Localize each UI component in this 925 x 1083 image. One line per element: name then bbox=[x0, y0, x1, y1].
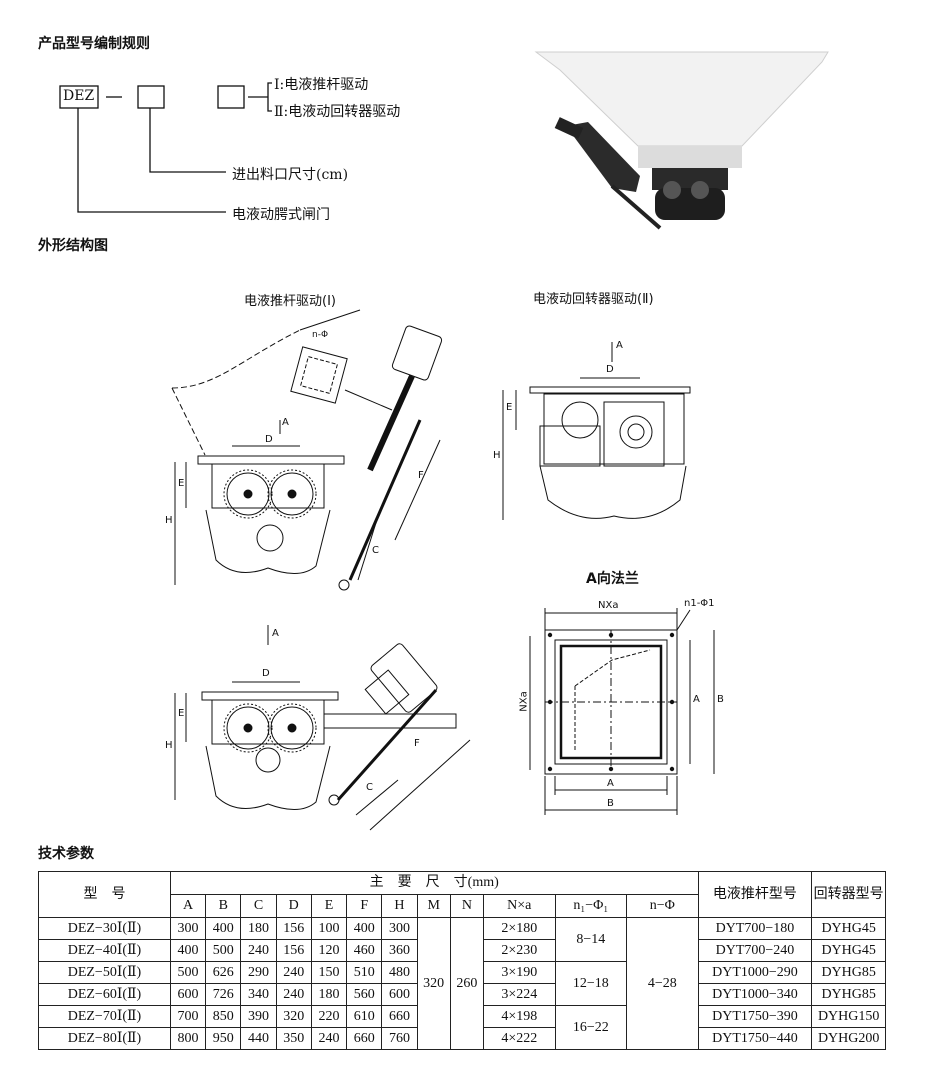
drawing-rotator bbox=[502, 342, 691, 520]
dim-label-n1-phi1: n1-Φ1 bbox=[684, 598, 715, 609]
sub-b: B bbox=[205, 894, 242, 918]
cell-m: 320 bbox=[416, 917, 451, 1050]
caption-rotator: 电液动回转器驱动(Ⅱ) bbox=[533, 292, 654, 307]
size-label: 进出料口尺寸(cm) bbox=[232, 167, 349, 183]
sub-h: H bbox=[381, 894, 418, 918]
sub-c: C bbox=[240, 894, 277, 918]
dim-label-e-lower: E bbox=[178, 708, 185, 719]
tech-params-heading: 技术参数 bbox=[38, 846, 94, 862]
sub-m: M bbox=[416, 894, 451, 918]
cell-n1-group-3: 16−22 bbox=[554, 1005, 628, 1050]
dim-label-e-rotator: E bbox=[506, 402, 513, 413]
table-row: DEZ−60Ⅰ(Ⅱ) 600 726 340 240 180 560 600 3… bbox=[38, 983, 886, 1006]
type-label: 电液动腭式闸门 bbox=[232, 207, 330, 223]
caption-pushrod: 电液推杆驱动(Ⅰ) bbox=[244, 294, 336, 309]
dim-label-n-phi: n-Φ bbox=[312, 330, 329, 340]
dim-label-h-lower: H bbox=[165, 740, 173, 751]
header-model: 型 号 bbox=[38, 871, 171, 918]
sub-n: N bbox=[449, 894, 485, 918]
flange-bolt-holes bbox=[547, 632, 675, 772]
sub-n1-phi1: n₁−Φ₁ bbox=[554, 894, 628, 918]
dim-label-d: D bbox=[265, 434, 273, 445]
table-row: DEZ−80Ⅰ(Ⅱ) 800 950 440 350 240 660 760 4… bbox=[38, 1027, 886, 1050]
sub-nxa: N×a bbox=[483, 894, 556, 918]
dim-label-b-bottom: B bbox=[607, 798, 614, 809]
dim-label-c: C bbox=[372, 545, 379, 556]
dim-label-a-bottom: A bbox=[607, 778, 614, 789]
dim-label-a-rotator: A bbox=[616, 340, 623, 351]
dim-label-h: H bbox=[165, 515, 173, 526]
outline-heading: 外形结构图 bbox=[38, 238, 108, 254]
dim-label-a-right: A bbox=[693, 694, 700, 705]
naming-rule-heading: 产品型号编制规则 bbox=[38, 36, 150, 52]
dim-label-a-lower: A bbox=[272, 628, 279, 639]
dim-label-f-lower: F bbox=[414, 738, 420, 749]
sub-d: D bbox=[275, 894, 312, 918]
cell-n-phi: 4−28 bbox=[626, 917, 699, 1050]
dim-label-d-lower: D bbox=[262, 668, 270, 679]
size-box bbox=[137, 85, 165, 109]
sub-a: A bbox=[169, 894, 207, 918]
header-main-dims: 主 要 尺 寸(mm) bbox=[169, 871, 699, 895]
drawing-pushrod-upper bbox=[171, 309, 443, 591]
code-label: DEZ bbox=[63, 88, 95, 104]
drive-option-2: Ⅱ:电液动回转器驱动 bbox=[274, 104, 401, 120]
drive-option-1: Ⅰ:电液推杆驱动 bbox=[274, 77, 369, 93]
drawing-flange bbox=[529, 608, 715, 815]
dim-label-nxa-top: NXa bbox=[598, 600, 619, 611]
dim-label-f: F bbox=[418, 470, 424, 481]
table-row: DEZ−50Ⅰ(Ⅱ) 500 626 290 240 150 510 480 3… bbox=[38, 961, 886, 1006]
dim-label-a: A bbox=[282, 417, 289, 428]
dim-label-nxa-left: NXa bbox=[518, 691, 530, 712]
table-row: DEZ−40Ⅰ(Ⅱ) 400 500 240 156 120 460 360 2… bbox=[38, 939, 886, 962]
table-row: DEZ−70Ⅰ(Ⅱ) 700 850 390 320 220 610 660 4… bbox=[38, 1005, 886, 1050]
sub-f: F bbox=[346, 894, 383, 918]
cell-n: 260 bbox=[449, 917, 485, 1050]
sub-e: E bbox=[310, 894, 348, 918]
dim-label-h-rotator: H bbox=[493, 450, 501, 461]
drive-box bbox=[217, 85, 245, 109]
header-rotator: 回转器型号 bbox=[811, 871, 886, 918]
dim-label-c-lower: C bbox=[366, 782, 373, 793]
dim-label-b-right: B bbox=[717, 694, 724, 705]
product-photo bbox=[534, 51, 829, 230]
dim-label-e: E bbox=[178, 478, 185, 489]
spec-table: 型 号 主 要 尺 寸(mm) 电液推杆型号 回转器型号 A B C D E F… bbox=[38, 871, 886, 1050]
dim-label-d-rotator: D bbox=[606, 364, 614, 375]
drawing-pushrod-lower bbox=[174, 625, 471, 831]
sub-n-phi: n−Φ bbox=[626, 894, 699, 918]
header-pushrod: 电液推杆型号 bbox=[697, 871, 813, 918]
code-box bbox=[59, 85, 99, 109]
cell-n1-group-1: 8−14 bbox=[554, 917, 628, 962]
cell-n1-group-2: 12−18 bbox=[554, 961, 628, 1006]
caption-flange: A向法兰 bbox=[586, 571, 639, 587]
table-row: DEZ−30Ⅰ(Ⅱ) 300 400 180 156 100 400 300 3… bbox=[38, 917, 886, 1050]
